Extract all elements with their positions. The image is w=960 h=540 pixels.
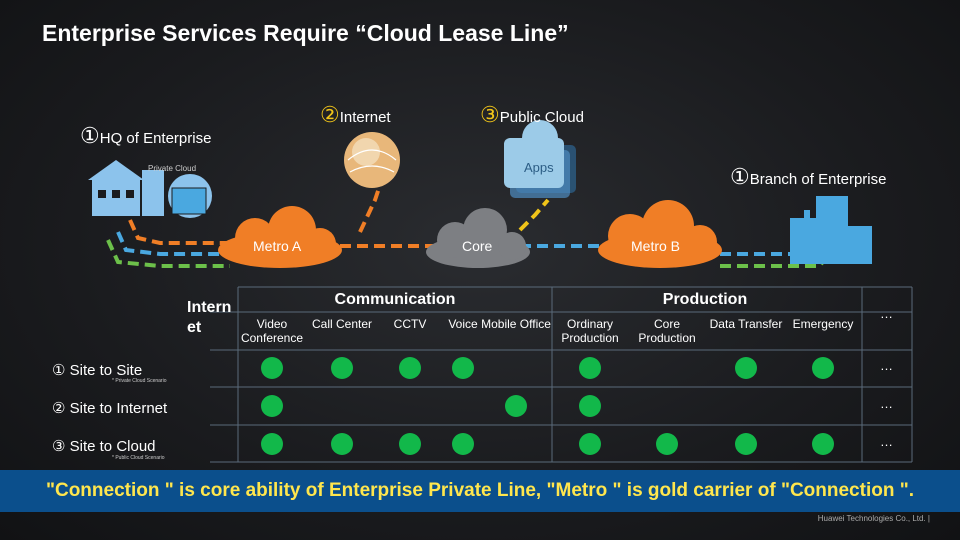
row-text: Site to Cloud: [70, 438, 156, 455]
support-dot: [656, 433, 678, 455]
row-label-site-to-cloud: ③ Site to Cloud: [52, 437, 156, 455]
public-cloud-note: * Public Cloud Scenario: [112, 455, 165, 461]
row-more: …: [880, 358, 893, 373]
support-dot: [399, 357, 421, 379]
support-dot: [452, 357, 474, 379]
footer-copyright: Huawei Technologies Co., Ltd. |: [818, 514, 930, 523]
column-header: Ordinary Production: [550, 317, 630, 345]
row-text: Site to Internet: [70, 400, 168, 417]
support-dot: [331, 357, 353, 379]
row-label-site-to-internet: ② Site to Internet: [52, 399, 167, 417]
support-dot: [579, 433, 601, 455]
support-dot: [579, 395, 601, 417]
group-communication: Communication: [310, 291, 480, 309]
column-header: Mobile Office: [476, 317, 556, 331]
row-text: Site to Site: [70, 362, 143, 379]
private-cloud-note: * Private Cloud Scenario: [112, 378, 166, 384]
row-more: …: [880, 396, 893, 411]
support-dot: [452, 433, 474, 455]
column-header: Emergency: [783, 317, 863, 331]
support-dot: [261, 433, 283, 455]
support-dot: [261, 357, 283, 379]
row-label-site-to-site: ① Site to Site: [52, 361, 142, 379]
support-dot: [505, 395, 527, 417]
row-num: ①: [52, 362, 65, 379]
support-dot: [735, 357, 757, 379]
support-dot: [812, 357, 834, 379]
column-header: Core Production: [627, 317, 707, 345]
support-dot: [331, 433, 353, 455]
column-header: Video Conference: [232, 317, 312, 345]
banner: "Connection " is core ability of Enterpr…: [0, 470, 960, 512]
row-num: ②: [52, 400, 65, 417]
support-dot: [579, 357, 601, 379]
support-dot: [399, 433, 421, 455]
support-dot: [261, 395, 283, 417]
row-num: ③: [52, 438, 65, 455]
support-dot: [735, 433, 757, 455]
row-more: …: [880, 434, 893, 449]
group-production: Production: [630, 291, 780, 309]
support-dot: [812, 433, 834, 455]
column-header: Data Transfer: [706, 317, 786, 331]
more-columns: …: [880, 306, 893, 321]
